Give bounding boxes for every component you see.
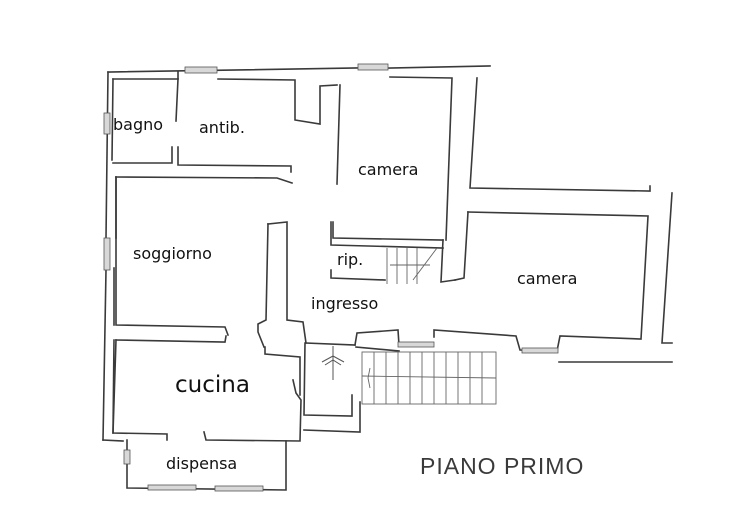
- main-stairs: [361, 351, 497, 405]
- room-label-bagno: bagno: [113, 115, 164, 134]
- room-label-antibagno: antib.: [199, 118, 245, 137]
- windows: [103, 63, 559, 492]
- room-label-cucina: cucina: [175, 372, 250, 398]
- ripostiglio-walls: [330, 221, 456, 284]
- room-label-camera-2: camera: [517, 269, 578, 288]
- room-label-camera-1: camera: [358, 160, 419, 179]
- bagno-walls: [112, 78, 294, 185]
- room-label-ingresso: ingresso: [311, 294, 379, 313]
- cucina-walls: [112, 335, 302, 442]
- camera-2-walls: [355, 192, 673, 363]
- exterior-walls: [102, 65, 491, 441]
- camera-1-walls: [332, 77, 651, 241]
- floor-title: PIANO PRIMO: [420, 453, 585, 479]
- room-label-ripostiglio: rip.: [337, 250, 364, 269]
- room-label-soggiorno: soggiorno: [133, 244, 212, 263]
- ingresso-walls: [303, 329, 400, 433]
- room-label-dispensa: dispensa: [166, 454, 238, 473]
- inner-stairs: [386, 247, 438, 284]
- soggiorno-walls: [115, 176, 307, 349]
